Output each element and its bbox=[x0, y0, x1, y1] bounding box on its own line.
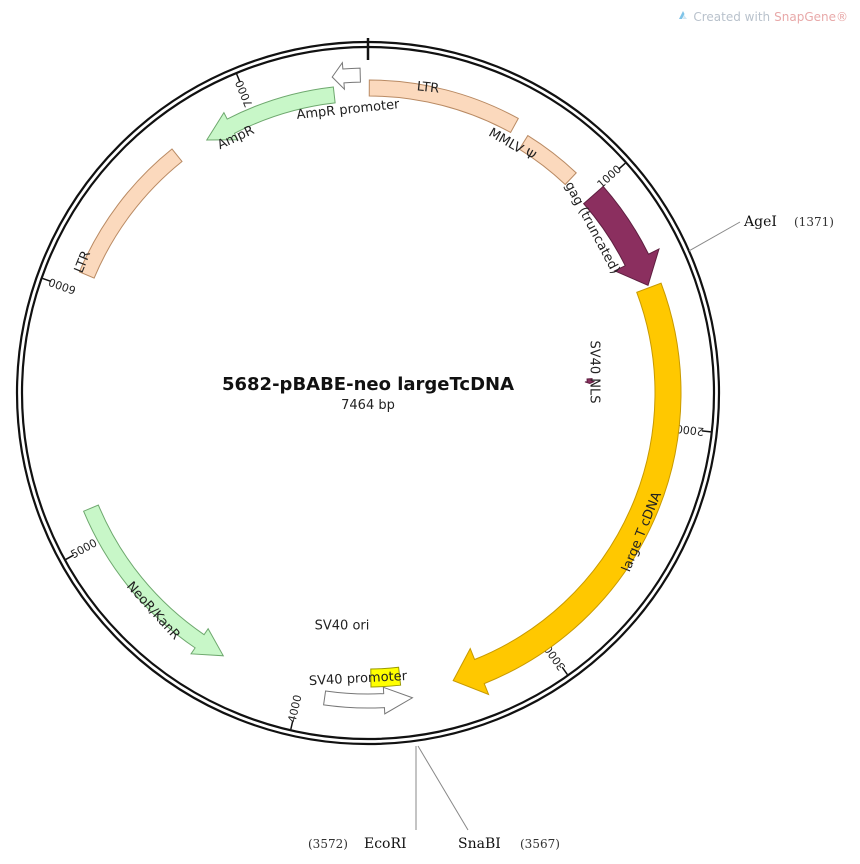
tick-mark-6000 bbox=[42, 277, 52, 283]
site-agei[interactable]: AgeI (1371) bbox=[688, 214, 834, 252]
plasmid-backbone bbox=[15, 38, 721, 746]
site-ecori-position: (3572) bbox=[308, 837, 348, 851]
feature-ltr-left[interactable] bbox=[78, 148, 183, 279]
feature-ampr[interactable] bbox=[205, 86, 336, 141]
tick-label-1000: 1000 bbox=[595, 163, 625, 191]
tick-label-6000: 6000 bbox=[47, 275, 78, 297]
feature-label-sv40-nls: SV40 NLS bbox=[587, 340, 602, 403]
tick-label-7000: 7000 bbox=[233, 78, 256, 109]
site-agei-name: AgeI bbox=[743, 214, 777, 230]
feature-sv40-ori[interactable] bbox=[370, 666, 402, 688]
plasmid-name: 5682-pBABE-neo largeTcDNA bbox=[222, 374, 514, 395]
tick-mark-5000 bbox=[65, 554, 75, 561]
watermark-brand: SnapGene® bbox=[774, 9, 848, 24]
feature-ltr-right[interactable] bbox=[368, 79, 519, 134]
tick-label-5000: 5000 bbox=[69, 536, 100, 561]
site-ecori[interactable]: (3572) EcoRI bbox=[308, 746, 417, 852]
plasmid-length: 7464 bp bbox=[341, 398, 395, 413]
tick-label-4000: 4000 bbox=[286, 694, 305, 724]
feature-ampr-promoter[interactable] bbox=[331, 61, 361, 91]
feature-label-ltr-right: LTR bbox=[416, 79, 440, 96]
feature-label-sv40-ori: SV40 ori bbox=[315, 619, 370, 634]
tick-mark-1000 bbox=[618, 162, 626, 170]
site-snabi[interactable]: SnaBI (3567) bbox=[417, 745, 560, 852]
feature-large-t[interactable] bbox=[452, 282, 682, 696]
site-ecori-name: EcoRI bbox=[364, 836, 407, 852]
site-agei-position: (1371) bbox=[794, 215, 834, 229]
snapgene-logo-icon bbox=[677, 9, 689, 24]
feature-sv40-nls[interactable] bbox=[584, 378, 595, 385]
feature-sv40-promoter[interactable] bbox=[323, 686, 414, 715]
site-snabi-name: SnaBI bbox=[458, 836, 501, 852]
feature-mmlv-psi[interactable] bbox=[518, 134, 577, 186]
tick-mark-3000 bbox=[561, 666, 568, 675]
site-layer: AgeI (1371) (3572) EcoRI SnaBI (3567) bbox=[308, 214, 834, 852]
snapgene-watermark: Created with SnapGene® bbox=[677, 9, 848, 24]
tick-mark-7000 bbox=[235, 73, 241, 83]
feature-label-sv40-promoter: SV40 promoter bbox=[309, 669, 408, 689]
site-snabi-position: (3567) bbox=[520, 837, 560, 851]
tick-mark-2000 bbox=[701, 430, 711, 433]
feature-neor[interactable] bbox=[82, 504, 225, 657]
watermark-prefix: Created with bbox=[693, 9, 771, 24]
tick-mark-4000 bbox=[290, 720, 294, 730]
tick-label-2000: 2000 bbox=[675, 422, 704, 438]
feature-gag[interactable] bbox=[582, 185, 660, 287]
